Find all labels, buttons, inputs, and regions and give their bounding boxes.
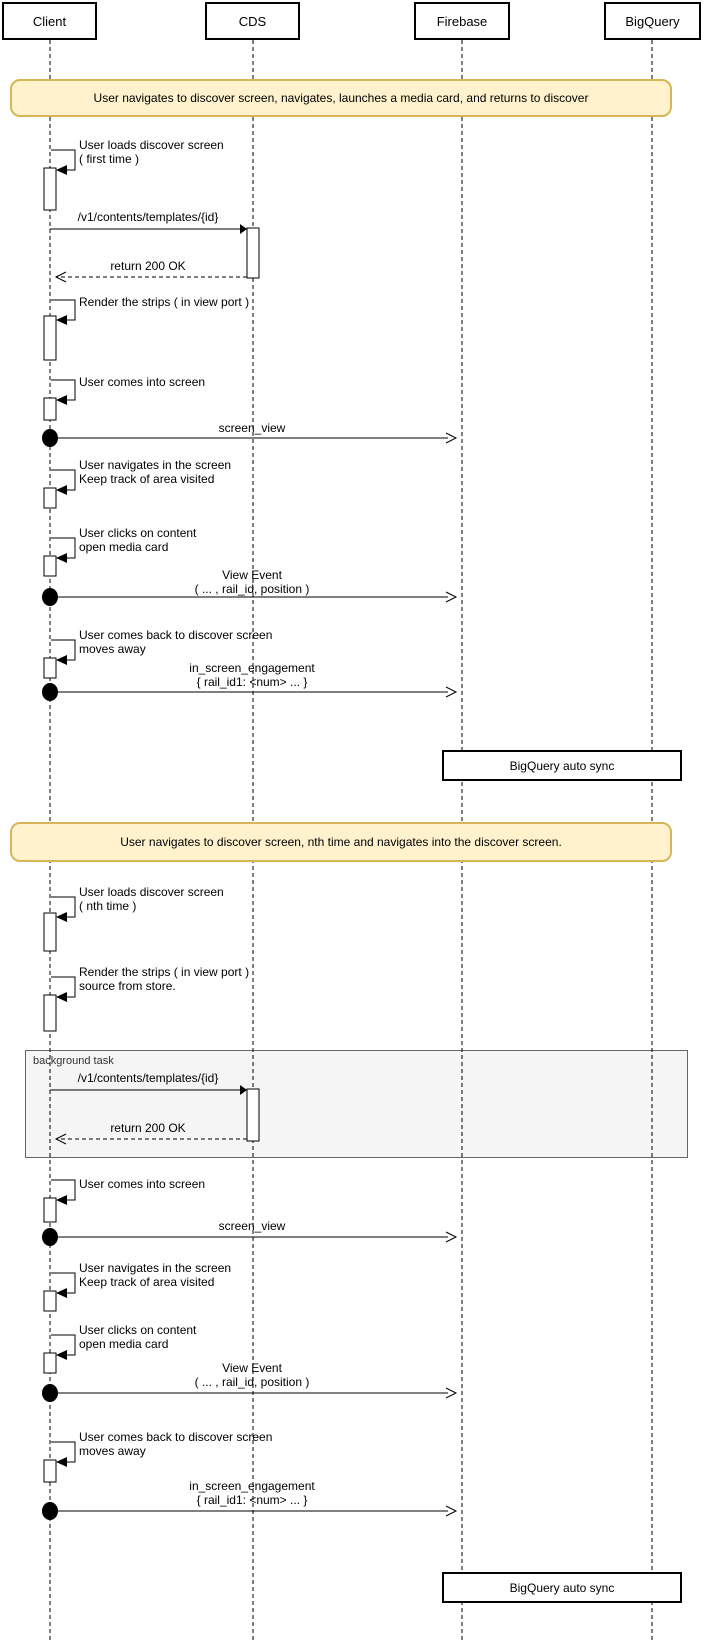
self-message-label: User loads discover screen( first time ) <box>79 138 224 166</box>
bigquery-auto-sync-box-1: BigQuery auto sync <box>442 750 682 781</box>
self-message-label: User loads discover screen( nth time ) <box>79 885 224 913</box>
return-label: return 200 OK <box>110 1121 186 1135</box>
participant-bigquery: BigQuery <box>604 2 701 40</box>
self-message-label: Render the strips ( in view port ) <box>79 295 250 309</box>
return-arrow <box>54 271 247 1145</box>
self-message-label: Render the strips ( in view port )source… <box>79 965 250 993</box>
background-task-frame <box>25 1050 688 1158</box>
activation-bar <box>43 167 260 1483</box>
participant-firebase: Firebase <box>414 2 510 40</box>
scenario-banner-1: User navigates to discover screen, navig… <box>10 79 672 117</box>
event-label: in_screen_engagement{ rail_id1: <num> ..… <box>189 1479 315 1507</box>
request-label: /v1/contents/templates/{id} <box>77 210 219 224</box>
return-label: return 200 OK <box>110 259 186 273</box>
scenario-banner-2: User navigates to discover screen, nth t… <box>10 822 672 862</box>
request-arrow <box>50 224 247 1095</box>
bigquery-auto-sync-box-2: BigQuery auto sync <box>442 1572 682 1603</box>
event-label: in_screen_engagement{ rail_id1: <num> ..… <box>189 661 315 689</box>
event-label: screen_view <box>218 421 286 435</box>
request-label: /v1/contents/templates/{id} <box>77 1071 219 1085</box>
self-message-label: User comes into screen <box>79 375 206 389</box>
event-label: screen_view <box>218 1219 286 1233</box>
event-arrow <box>42 429 458 1520</box>
participant-client: Client <box>2 2 97 40</box>
self-message-arrow <box>51 149 76 1467</box>
self-message-label: User comes into screen <box>79 1177 206 1191</box>
participant-cds: CDS <box>205 2 300 40</box>
background-task-frame-label: background task <box>33 1055 114 1067</box>
event-label: View Event( ... , rail_id, position ) <box>194 568 310 596</box>
event-label: View Event( ... , rail_id, position ) <box>194 1361 310 1389</box>
